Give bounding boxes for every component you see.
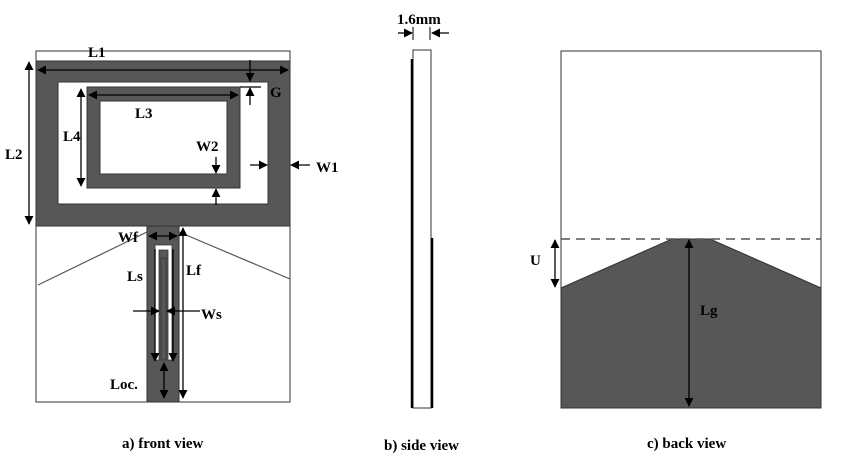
- side-view-caption: b) side view: [384, 438, 459, 454]
- w1-label: W1: [316, 160, 339, 176]
- w2-label: W2: [196, 139, 219, 155]
- front-view-caption: a) front view: [122, 436, 204, 452]
- wf-label: Wf: [118, 230, 139, 246]
- ls-label: Ls: [127, 269, 143, 285]
- l4-label: L4: [63, 129, 81, 145]
- loc-label: Loc.: [110, 377, 138, 393]
- back-view: U Lg c) back view: [530, 50, 822, 452]
- thickness-label: 1.6mm: [397, 12, 441, 28]
- back-view-caption: c) back view: [647, 436, 726, 452]
- ground-edge-left: [37, 231, 148, 286]
- ws-label: Ws: [201, 307, 222, 323]
- side-substrate: [412, 49, 432, 409]
- lg-label: Lg: [700, 303, 718, 319]
- front-view: L1 L2 L3 L4 G W2 W1 Wf Lf Ls W: [5, 45, 339, 452]
- l3-label: L3: [135, 106, 153, 122]
- g-label: G: [270, 85, 282, 101]
- l1-label: L1: [88, 45, 106, 61]
- side-view: 1.6mm b) side view: [384, 12, 459, 454]
- feed-slot-stub: [160, 257, 167, 361]
- u-label: U: [530, 253, 541, 269]
- ground-edge-right: [178, 231, 291, 280]
- outer-loop-patch: [35, 60, 291, 227]
- l2-label: L2: [5, 147, 23, 163]
- lf-label: Lf: [186, 263, 202, 279]
